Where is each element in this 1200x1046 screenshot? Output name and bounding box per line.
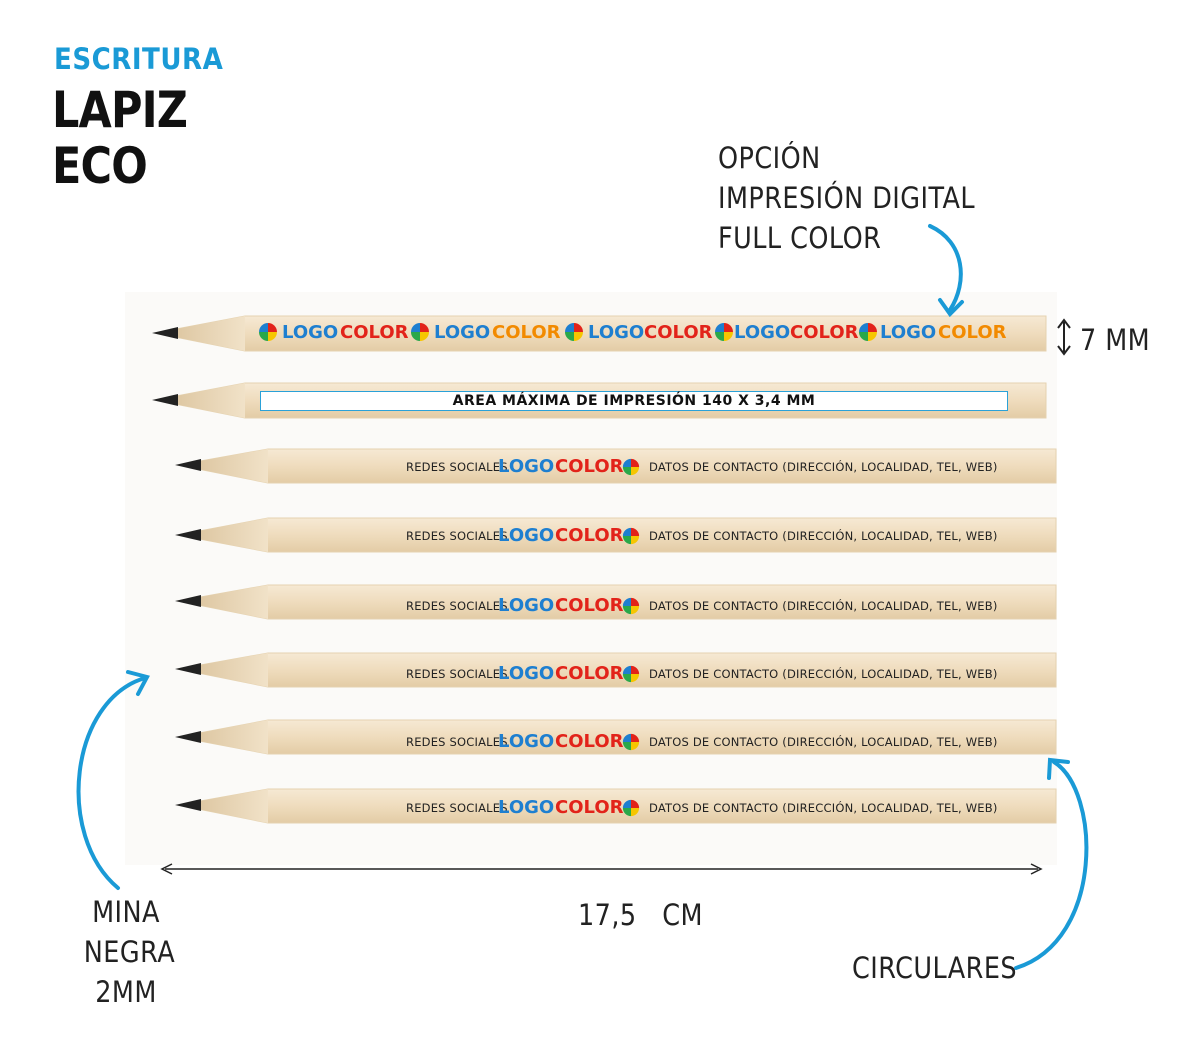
color-word: COLOR [938,322,1007,343]
logo-word: LOGO [498,731,555,752]
datos-label: DATOS DE CONTACTO (DIRECCIÓN, LOCALIDAD,… [649,599,998,613]
pencil-full-color [152,315,1047,352]
redes-label: REDES SOCIALES [406,529,508,543]
pencil-3 [175,448,1057,484]
pencil-4 [175,517,1057,553]
width-dimension-label: 7 MM [1080,323,1151,357]
lead-callout-line2: NEGRA [83,935,176,969]
logo-word: LOGO [498,595,555,616]
logo-word: LOGO [498,456,555,477]
datos-label: DATOS DE CONTACTO (DIRECCIÓN, LOCALIDAD,… [649,801,998,815]
color-word: COLOR [555,663,624,684]
logo-word: LOGO [434,322,491,343]
datos-label: DATOS DE CONTACTO (DIRECCIÓN, LOCALIDAD,… [649,735,998,749]
logo-repeat-strip: LOGO COLOR LOGO COLOR LOGO COLOR LOGO CO… [258,320,1018,346]
logo-word: LOGO [498,525,555,546]
color-word: COLOR [644,322,713,343]
datos-label: DATOS DE CONTACTO (DIRECCIÓN, LOCALIDAD,… [649,667,998,681]
circular-callout: CIRCULARES [852,951,1018,985]
logo-word: LOGO [498,797,555,818]
product-title-line1: LAPIZ [52,81,188,139]
curved-arrow-icon [1014,757,1089,970]
color-word: COLOR [790,322,859,343]
print-area-label: AREA MÁXIMA DE IMPRESIÓN 140 X 3,4 MM [452,393,816,409]
logo-word: LOGO [880,322,937,343]
logo-word: LOGO [498,663,555,684]
curved-arrow-icon [76,670,150,890]
product-title-line2: ECO [52,137,148,195]
curved-arrow-icon [928,224,964,318]
datos-label: DATOS DE CONTACTO (DIRECCIÓN, LOCALIDAD,… [649,529,998,543]
pencil-8 [175,788,1057,824]
digital-callout-line2: IMPRESIÓN DIGITAL [718,181,976,215]
digital-print-callout: OPCIÓN IMPRESIÓN DIGITAL FULL COLOR [718,138,975,258]
lead-callout: MINA NEGRA 2MM [83,892,176,1012]
double-arrow-icon [1057,318,1071,356]
color-word: COLOR [555,731,624,752]
category-label: ESCRITURA [54,42,224,76]
color-word: COLOR [555,797,624,818]
logo-word: LOGO [734,322,791,343]
logo-word: LOGO [282,322,339,343]
color-word: COLOR [555,595,624,616]
length-dimension-label: 17,5 CM [578,898,703,932]
lead-callout-line3: 2MM [95,975,157,1009]
lead-tip [152,327,178,339]
lead-tip [152,394,178,406]
redes-label: REDES SOCIALES [406,735,508,749]
redes-label: REDES SOCIALES [406,667,508,681]
datos-label: DATOS DE CONTACTO (DIRECCIÓN, LOCALIDAD,… [649,460,998,474]
pencil-5 [175,584,1057,620]
print-area-box: AREA MÁXIMA DE IMPRESIÓN 140 X 3,4 MM [260,391,1008,411]
color-word: COLOR [340,322,409,343]
pencil-6 [175,652,1057,688]
lead-callout-line1: MINA [92,895,160,929]
redes-label: REDES SOCIALES [406,801,508,815]
color-word: COLOR [555,456,624,477]
digital-callout-line3: FULL COLOR [718,221,882,255]
length-dimension-line [160,863,1043,875]
redes-label: REDES SOCIALES [406,460,508,474]
color-word: COLOR [492,322,561,343]
digital-callout-line1: OPCIÓN [718,141,821,175]
logo-word: LOGO [588,322,645,343]
redes-label: REDES SOCIALES [406,599,508,613]
color-word: COLOR [555,525,624,546]
pencil-7 [175,719,1057,755]
